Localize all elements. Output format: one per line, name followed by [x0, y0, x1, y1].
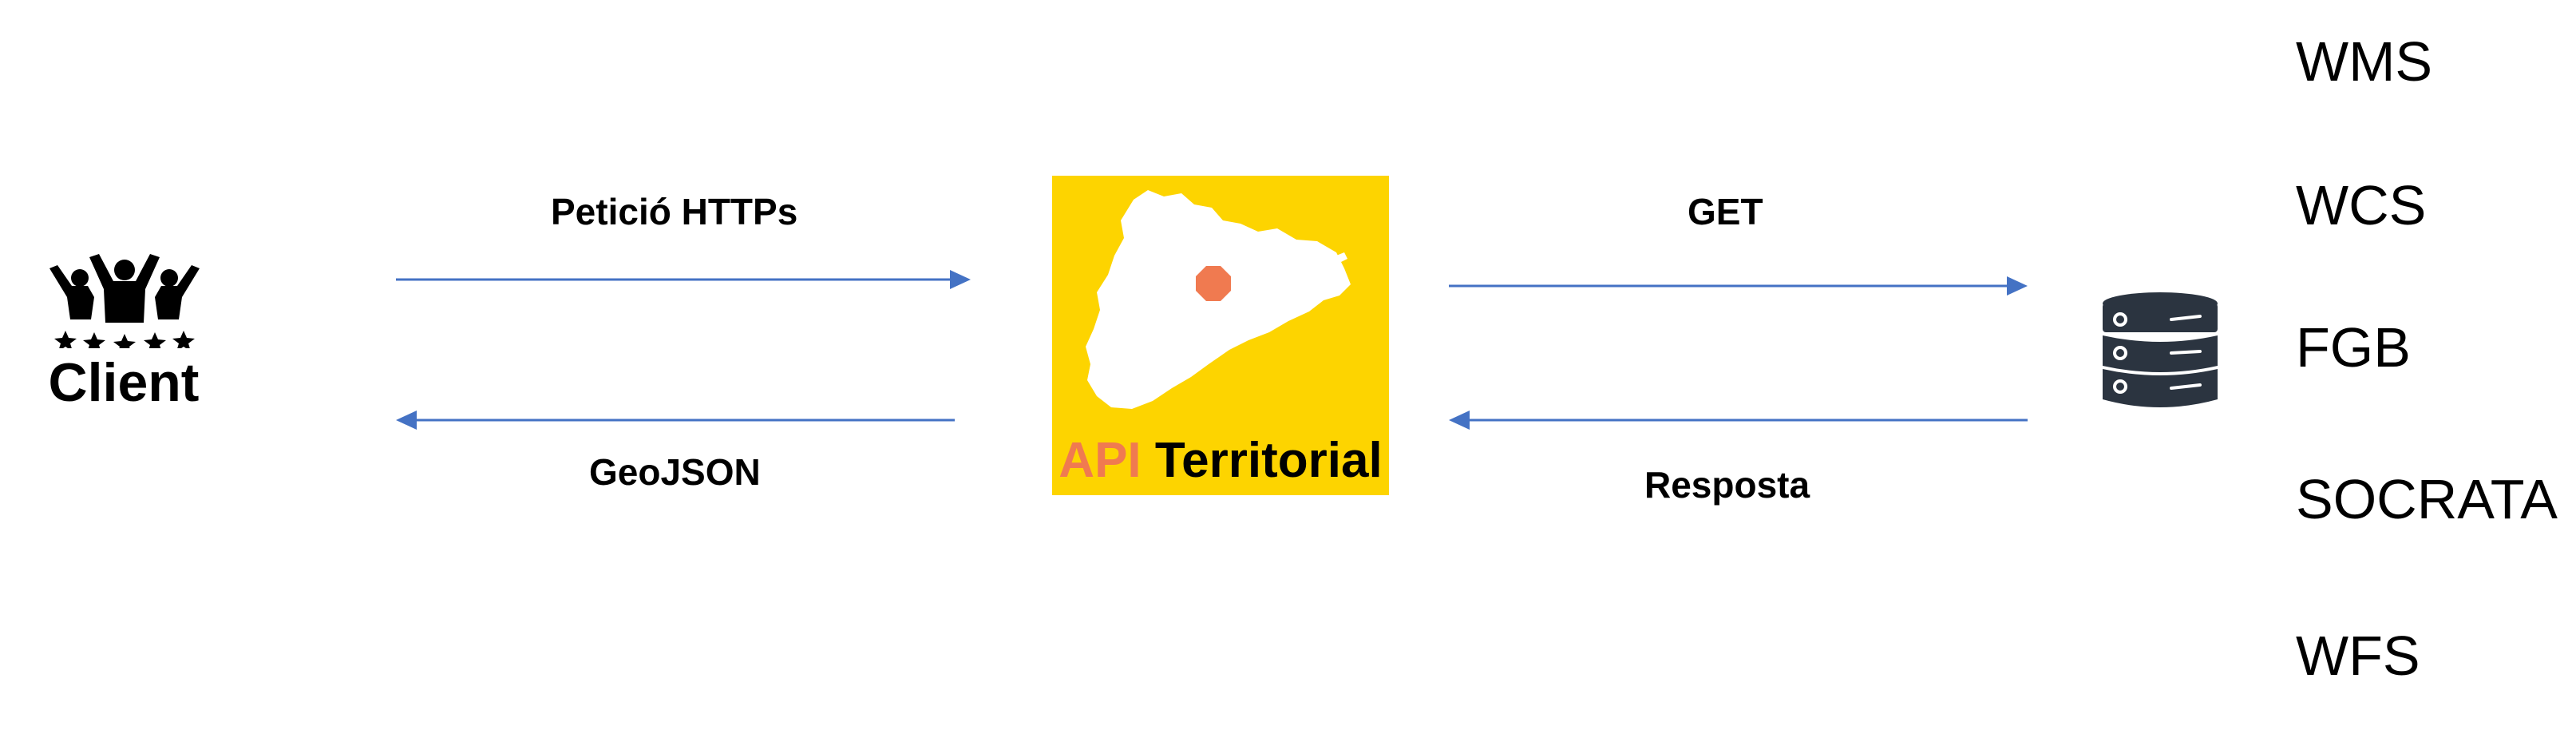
api-logo-text: API Territorial [1052, 430, 1389, 492]
service-fgb: FGB [2296, 316, 2411, 379]
api-logo-rest: Territorial [1154, 433, 1383, 488]
response-label: Resposta [1644, 464, 1810, 506]
service-socrata: SOCRATA [2296, 468, 2558, 530]
get-arrow [1449, 276, 2028, 296]
catalonia-map-icon [1086, 190, 1351, 409]
geojson-label: GeoJSON [589, 451, 761, 493]
center-marker-icon [1196, 266, 1231, 301]
get-label: GET [1688, 191, 1763, 232]
request-label: Petició HTTPs [551, 191, 798, 232]
service-wms: WMS [2296, 30, 2433, 93]
response-arrow [1449, 411, 2028, 430]
client-label: Client [48, 352, 200, 413]
service-wfs: WFS [2296, 625, 2420, 687]
geojson-arrow [396, 411, 955, 430]
database-server-icon [2103, 292, 2218, 407]
request-arrow [396, 270, 971, 289]
service-wcs: WCS [2296, 174, 2427, 236]
api-logo-accent: API [1058, 433, 1142, 488]
api-territorial-logo: API Territorial [1052, 176, 1389, 495]
client-people-icon [49, 254, 200, 348]
